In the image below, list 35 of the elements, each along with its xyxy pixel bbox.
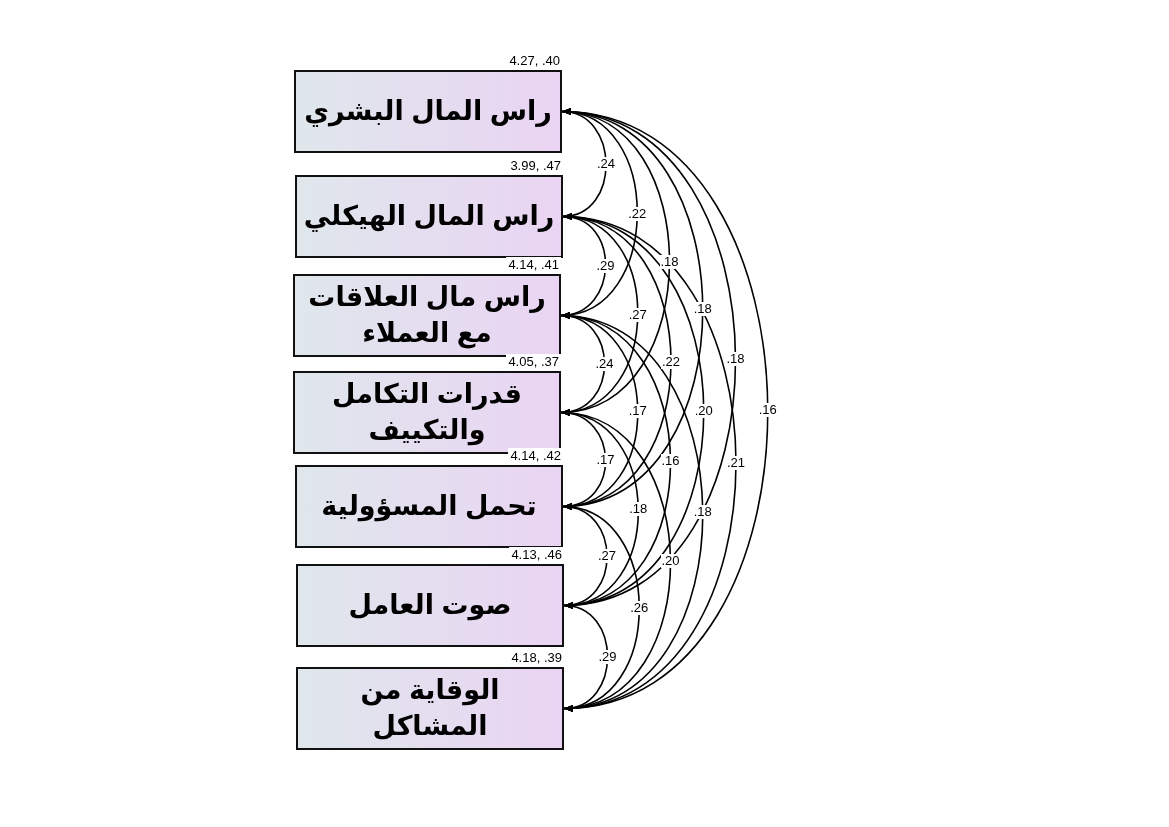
edge-label: .29 [597,650,618,664]
mean-variance-label: 4.18, .39 [509,650,564,665]
edge-label: .17 [627,404,648,418]
mean-variance-label: 4.14, .41 [506,257,561,272]
edge-label: .21 [725,455,747,470]
edge-label: .24 [594,357,615,371]
edge-label: .29 [595,259,616,273]
edge-label: .18 [692,302,713,316]
mean-variance-label: 4.14, .42 [508,448,563,463]
edge-label: .20 [693,404,714,418]
mean-variance-label: 4.13, .46 [509,547,564,562]
variable-name: تحمل المسؤولية [320,489,538,524]
edge-label: .18 [692,505,713,519]
variable-name: راس مال العلاقات مع العملاء [307,281,547,351]
mean-variance-label: 4.05, .37 [506,354,561,369]
edge-label: .17 [595,452,616,467]
variable-name: الوقاية من المشاكل [359,674,501,743]
edge-label: .27 [627,307,648,322]
variable-name: صوت العامل [347,588,513,623]
mean-variance-label: 3.99, .47 [508,158,563,173]
edge-label: .22 [660,354,682,369]
edge-label: .20 [660,553,681,568]
edge-label: .26 [629,600,650,615]
edge-label: .22 [627,206,648,221]
edge-label: .27 [596,549,618,563]
mean-variance-label: 4.27, .40 [507,53,562,68]
variable-name: قدرات التكامل والتكييف [331,378,523,448]
edge-label: .18 [725,351,746,366]
edge-label: .24 [595,157,617,171]
edge-label: .18 [659,255,680,269]
variable-name: راس المال الهيكلي [302,199,556,234]
edge-label: .18 [628,502,649,516]
edge-label: .16 [757,403,778,417]
edge-label: .16 [660,453,681,468]
variable-name: راس المال البشري [303,94,553,129]
